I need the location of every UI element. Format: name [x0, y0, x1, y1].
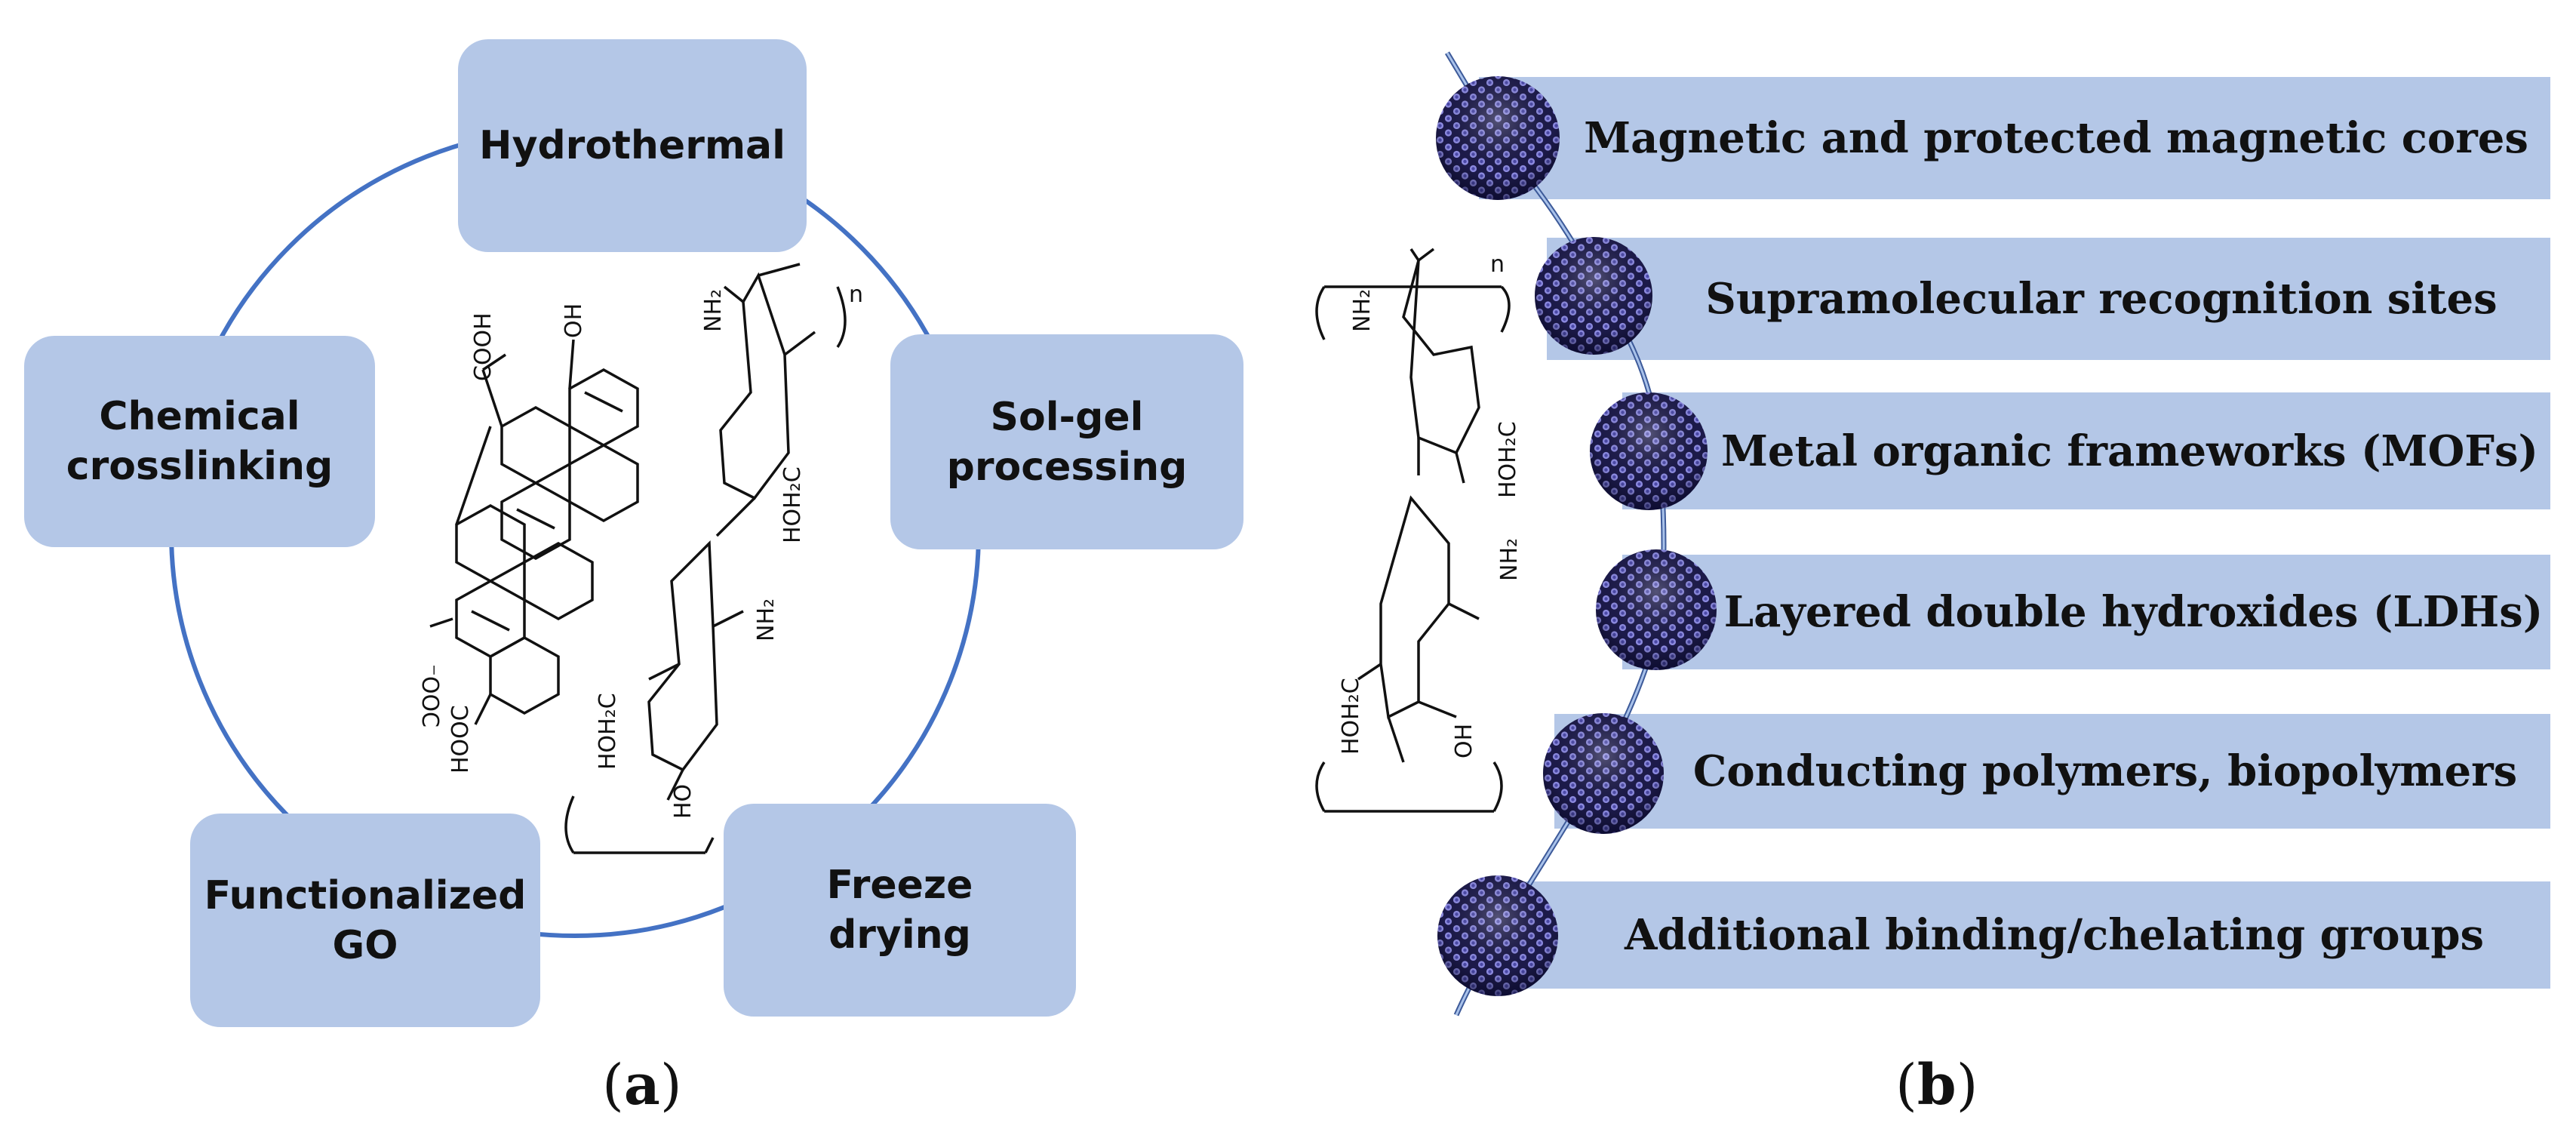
sol-gel-label: Sol-gel processing: [946, 394, 1188, 490]
hoh2c-bottom-label-a: HOH₂C: [595, 693, 621, 770]
ho-label-a: HO: [670, 784, 696, 819]
chemical-crosslinking-box: [24, 336, 375, 547]
nh2-mid-label-b: NH₂: [1496, 538, 1523, 581]
sphere-5-icon: [1543, 713, 1664, 834]
n-label-a: n: [849, 281, 863, 308]
sphere-1-icon: [1436, 76, 1560, 200]
sphere-4-icon: [1596, 549, 1717, 670]
bar-ldh: [1622, 555, 2550, 669]
hoh2c-top-label-a: HOH₂C: [779, 466, 806, 543]
mof-label: Metal organic frameworks (MOFs): [1720, 426, 2539, 476]
chitosan-structure-a: [564, 263, 847, 854]
coo-minus-label: ⁻OOC: [417, 664, 443, 727]
nh2-top-label-a: NH₂: [700, 289, 727, 332]
ldh-label: Layered double hydroxides (LDHs): [1723, 587, 2544, 637]
n-label-b: n: [1490, 251, 1505, 278]
oh-label-top: OH: [561, 303, 587, 338]
bar-binding: [1479, 881, 2550, 989]
hooc-label: HOOC: [447, 705, 474, 774]
hoh2c-top-label-b: HOH₂C: [1495, 421, 1521, 498]
chitosan-labels-b: n NH₂ HOH₂C NH₂ HOH₂C OH: [1338, 251, 1523, 758]
nanoparticle-spheres: [1436, 76, 1717, 996]
chemical-crosslinking-label: Chemical crosslinking: [66, 394, 334, 489]
binding-groups-label: Additional binding/chelating groups: [1624, 910, 2485, 960]
panel-b-caption: (b): [1895, 1053, 1978, 1118]
functionalized-go-label: Functionalized GO: [204, 872, 527, 968]
sphere-3-icon: [1590, 392, 1708, 510]
panel-a-caption: (a): [602, 1053, 682, 1118]
nh2-mid-label-a: NH₂: [753, 598, 779, 641]
functional-bars: [1479, 77, 2550, 989]
freeze-drying-box: [724, 804, 1076, 1017]
nh2-top-label-b: NH₂: [1349, 289, 1376, 332]
sol-gel-box: [890, 334, 1243, 549]
supramolecular-label: Supramolecular recognition sites: [1705, 274, 2498, 324]
chitosan-structure-b: [1315, 248, 1511, 813]
process-boxes: [24, 39, 1243, 1027]
freeze-drying-label: Freeze drying: [826, 863, 973, 958]
sphere-2-icon: [1535, 237, 1652, 355]
conducting-polymers-label: Conducting polymers, biopolymers: [1692, 746, 2518, 796]
cooh-label: COOH: [470, 312, 496, 381]
magnetic-cores-label: Magnetic and protected magnetic cores: [1584, 113, 2528, 163]
chitosan-labels-a: n NH₂ HOH₂C NH₂ HOH₂C HO: [595, 281, 863, 819]
graphene-oxide-labels: COOH OH ⁻OOC HOOC: [417, 303, 587, 774]
hydrothermal-box: [458, 39, 807, 252]
oh-label-b: OH: [1451, 724, 1477, 758]
graphene-oxide-structure: [429, 339, 639, 725]
hydrothermal-label: Hydrothermal: [479, 123, 785, 168]
functionalized-go-box: [190, 814, 540, 1027]
bar-supramolecular: [1547, 238, 2550, 360]
bar-magnetic: [1479, 77, 2550, 199]
bar-conducting: [1554, 714, 2550, 829]
bar-mof: [1622, 392, 2550, 509]
hoh2c-bottom-label-b: HOH₂C: [1338, 678, 1364, 755]
sphere-6-icon: [1437, 875, 1558, 996]
